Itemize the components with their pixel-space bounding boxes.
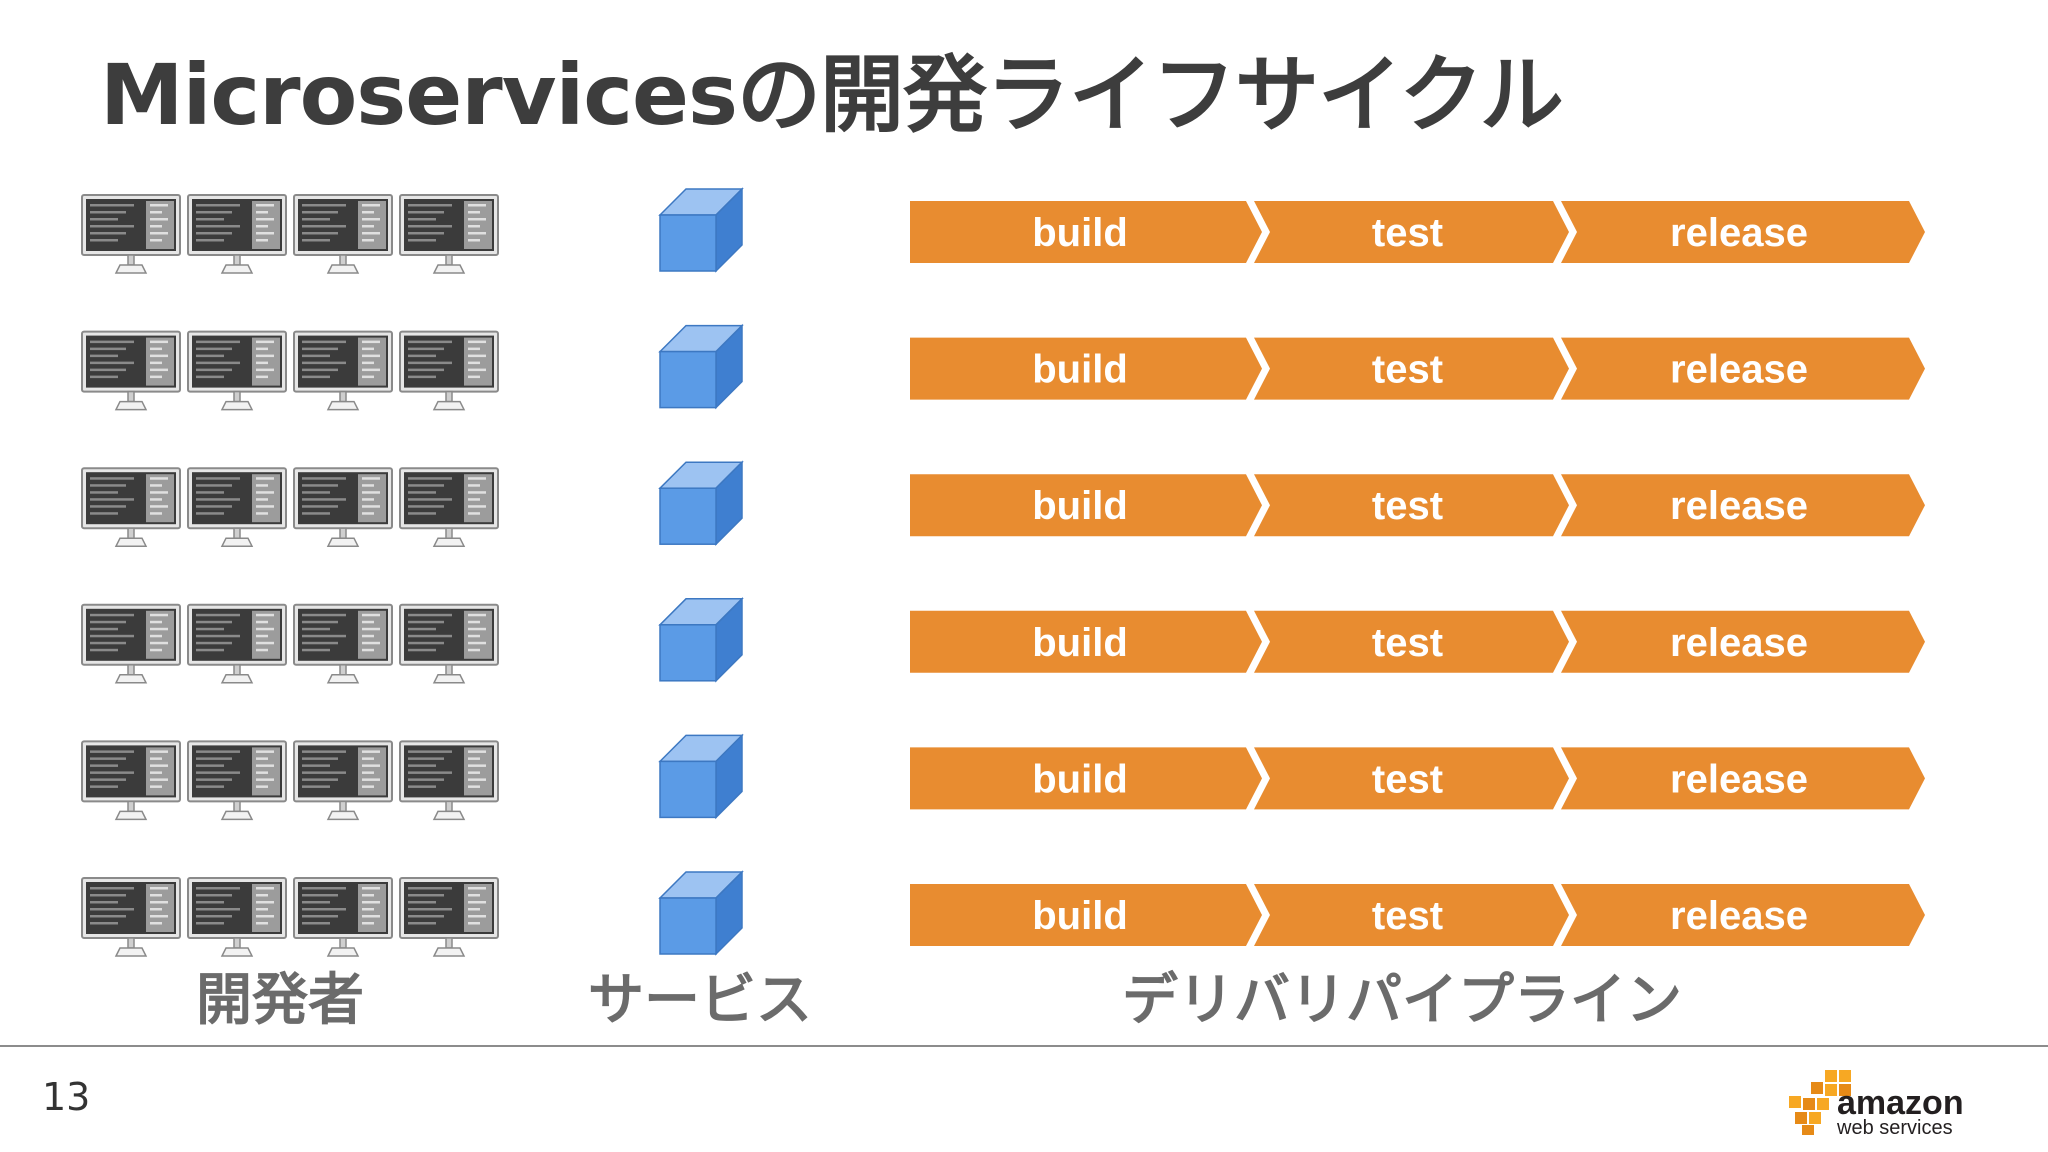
developer-monitor-icon: [399, 330, 499, 411]
pipeline-stage-label: release: [1670, 757, 1808, 801]
service-cube-icon: [658, 596, 744, 683]
pipeline-stage-label: test: [1372, 484, 1443, 528]
pipeline-stage-build: [910, 337, 1262, 400]
pipeline-stage-label: build: [1032, 211, 1128, 255]
service-cube-icon: [658, 187, 744, 273]
developer-monitor-icon: [293, 467, 393, 547]
developer-monitor-icon: [293, 740, 393, 821]
developer-monitor-icon: [399, 194, 499, 274]
pipeline-stage-build: [910, 610, 1262, 673]
pipeline-stage-release: [1561, 201, 1925, 263]
service-cube-icon: [658, 733, 744, 820]
developer-monitor-icon: [293, 877, 393, 957]
service-cube-icon: [658, 323, 744, 410]
delivery-pipeline: build test release: [910, 337, 1925, 400]
developer-monitor-icon: [187, 877, 287, 957]
pipeline-stage-test: [1254, 884, 1569, 946]
pipeline-stage-release: [1561, 884, 1925, 946]
pipeline-stage-test: [1254, 337, 1569, 400]
aws-cubes-icon: [1789, 1070, 1851, 1135]
developer-monitor-icon: [81, 194, 181, 274]
developer-monitor-icon: [81, 467, 181, 547]
pipeline-stage-label: release: [1670, 621, 1808, 665]
pipeline-stage-label: release: [1670, 348, 1808, 392]
service-cube-icon: [658, 870, 744, 956]
pipeline-stage-label: test: [1372, 348, 1443, 392]
delivery-pipeline: build test release: [910, 884, 1925, 946]
delivery-pipeline: build test release: [910, 610, 1925, 673]
pipeline-stage-label: test: [1372, 894, 1443, 938]
delivery-pipeline: build test release: [910, 747, 1925, 810]
pipeline-stage-label: build: [1032, 621, 1128, 665]
developer-monitor-icon: [187, 740, 287, 821]
pipeline-stage-release: [1561, 337, 1925, 400]
aws-logo: amazon web services: [1789, 1070, 1964, 1138]
service-cube-icon: [658, 460, 744, 547]
pipeline-label: デリバリパイプライン: [1122, 968, 1682, 1033]
footer-divider: [0, 1045, 2048, 1047]
pipeline-stage-release: [1561, 610, 1925, 673]
pipeline-stage-build: [910, 747, 1262, 810]
pipeline-stage-build: [910, 201, 1262, 263]
pipeline-stage-label: build: [1032, 348, 1128, 392]
developer-monitor-icon: [81, 603, 181, 684]
delivery-pipeline: build test release: [910, 201, 1925, 263]
developer-monitor-icon: [187, 467, 287, 547]
slide-title: Microservicesの開発ライフサイクル: [100, 46, 1564, 144]
lifecycle-row: build test release: [81, 460, 1925, 547]
delivery-pipeline: build test release: [910, 474, 1925, 537]
pipeline-stage-build: [910, 474, 1262, 537]
developer-monitor-icon: [187, 603, 287, 684]
aws-logo-line1: amazon: [1837, 1084, 1964, 1122]
pipeline-stage-label: build: [1032, 894, 1128, 938]
developer-monitor-icon: [293, 194, 393, 274]
pipeline-stage-label: release: [1670, 211, 1808, 255]
lifecycle-row: build test release: [81, 187, 1925, 274]
pipeline-stage-test: [1254, 474, 1569, 537]
pipeline-stage-release: [1561, 474, 1925, 537]
developer-monitor-icon: [81, 330, 181, 411]
developer-monitor-icon: [399, 877, 499, 957]
pipeline-stage-release: [1561, 747, 1925, 810]
pipeline-stage-label: test: [1372, 621, 1443, 665]
pipeline-stage-label: test: [1372, 757, 1443, 801]
pipeline-stage-label: release: [1670, 894, 1808, 938]
developer-monitor-icon: [399, 740, 499, 821]
page-number: 13: [42, 1075, 91, 1119]
aws-logo-line2: web services: [1836, 1117, 1953, 1138]
pipeline-stage-label: build: [1032, 757, 1128, 801]
lifecycle-row: build test release: [81, 733, 1925, 821]
developer-monitor-icon: [187, 330, 287, 411]
pipeline-stage-label: build: [1032, 484, 1128, 528]
pipeline-stage-test: [1254, 201, 1569, 263]
developer-monitor-icon: [293, 330, 393, 411]
pipeline-stage-test: [1254, 610, 1569, 673]
pipeline-stage-test: [1254, 747, 1569, 810]
developers-label: 開発者: [196, 968, 364, 1033]
developer-monitor-icon: [187, 194, 287, 274]
pipeline-stage-build: [910, 884, 1262, 946]
services-label: サービス: [588, 968, 812, 1033]
developer-monitor-icon: [399, 467, 499, 547]
pipeline-stage-label: test: [1372, 211, 1443, 255]
developer-monitor-icon: [81, 740, 181, 821]
lifecycle-row: build test release: [81, 323, 1925, 411]
lifecycle-row: build test release: [81, 870, 1925, 957]
developer-monitor-icon: [399, 603, 499, 684]
developer-monitor-icon: [81, 877, 181, 957]
pipeline-stage-label: release: [1670, 484, 1808, 528]
developer-monitor-icon: [293, 603, 393, 684]
lifecycle-row: build test release: [81, 596, 1925, 684]
